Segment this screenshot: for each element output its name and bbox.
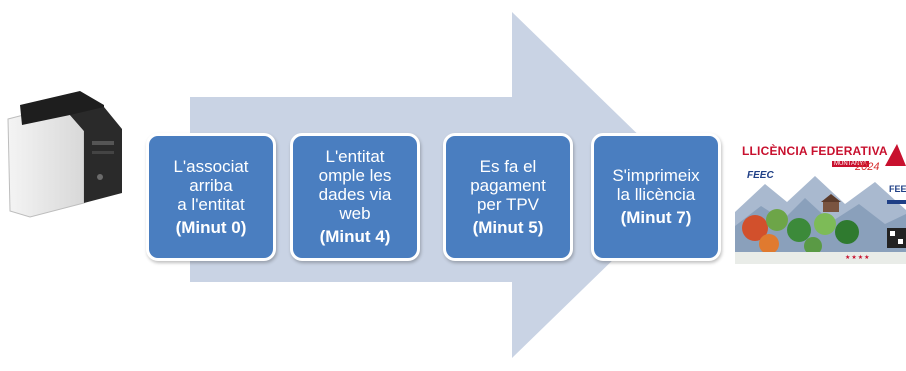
card-brand-right: FEEC bbox=[889, 184, 906, 194]
step-1-time: (Minut 0) bbox=[175, 217, 247, 237]
step-1: L'associat arriba a l'entitat (Minut 0) bbox=[146, 133, 276, 261]
step-2-time: (Minut 4) bbox=[319, 227, 391, 246]
card-title: LLICÈNCIA FEDERATIVA bbox=[742, 144, 888, 158]
license-card-image: LLICÈNCIA FEDERATIVA MUNTANYA 2024 FEEC … bbox=[735, 140, 906, 264]
step-1-text: L'associat arriba a l'entitat bbox=[173, 156, 249, 214]
step-4: S'imprimeix la llicència (Minut 7) bbox=[591, 133, 721, 261]
license-card-art bbox=[735, 140, 906, 264]
step-3: Es fa el pagament per TPV (Minut 5) bbox=[443, 133, 573, 261]
step-2: L'entitat omple les dades via web (Minut… bbox=[290, 133, 420, 261]
step-4-time: (Minut 7) bbox=[620, 208, 692, 227]
step-3-text: Es fa el pagament per TPV bbox=[470, 156, 546, 214]
step-3-time: (Minut 5) bbox=[472, 217, 544, 237]
card-printer-icon bbox=[7, 91, 122, 218]
card-stars: ★★★★ bbox=[845, 255, 871, 261]
step-2-text: L'entitat omple les dades via web bbox=[318, 147, 392, 223]
card-tag: MUNTANYA bbox=[832, 161, 869, 167]
card-year: 2024 bbox=[855, 161, 880, 173]
card-brand: FEEC bbox=[747, 170, 774, 181]
step-4-text: S'imprimeix la llicència bbox=[612, 166, 700, 204]
